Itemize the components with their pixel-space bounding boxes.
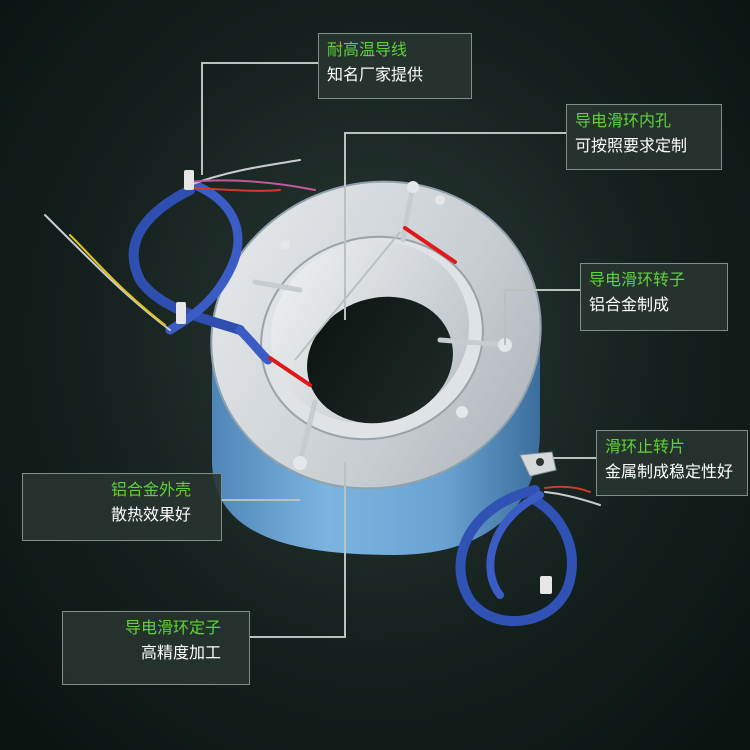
anti-rotation-tab: [519, 451, 557, 477]
callout-housing: 铝合金外壳 散热效果好: [22, 473, 222, 541]
callout-bore: 导电滑环内孔 可按照要求定制: [566, 104, 722, 170]
callout-desc: 知名厂家提供: [327, 65, 424, 84]
callout-desc: 铝合金制成: [589, 295, 670, 314]
callout-stator: 导电滑环定子 高精度加工: [62, 611, 250, 685]
callout-title: 耐高温导线: [327, 40, 408, 59]
wire-bundle-top: [44, 159, 316, 365]
mounting-screws: [252, 182, 508, 465]
callout-wires: 耐高温导线 知名厂家提供: [318, 33, 472, 99]
callout-title: 滑环止转片: [605, 437, 686, 456]
callout-title: 导电滑环转子: [589, 270, 686, 289]
cable-ties: [176, 170, 552, 594]
callout-anti-rotation-tab: 滑环止转片 金属制成稳定性好: [596, 430, 748, 496]
red-markers: [268, 226, 457, 387]
leader-lines: [201, 62, 596, 638]
callout-desc: 可按照要求定制: [575, 136, 688, 155]
callout-title: 导电滑环内孔: [575, 111, 672, 130]
callout-desc: 散热效果好: [110, 505, 191, 524]
callout-rotor: 导电滑环转子 铝合金制成: [580, 263, 728, 331]
callout-title: 铝合金外壳: [110, 480, 191, 499]
callout-title: 导电滑环定子: [124, 618, 221, 637]
wire-bundle-bottom: [455, 485, 601, 626]
screw-heads: [280, 181, 512, 470]
callout-desc: 金属制成稳定性好: [605, 462, 734, 481]
callout-desc: 高精度加工: [140, 643, 221, 662]
